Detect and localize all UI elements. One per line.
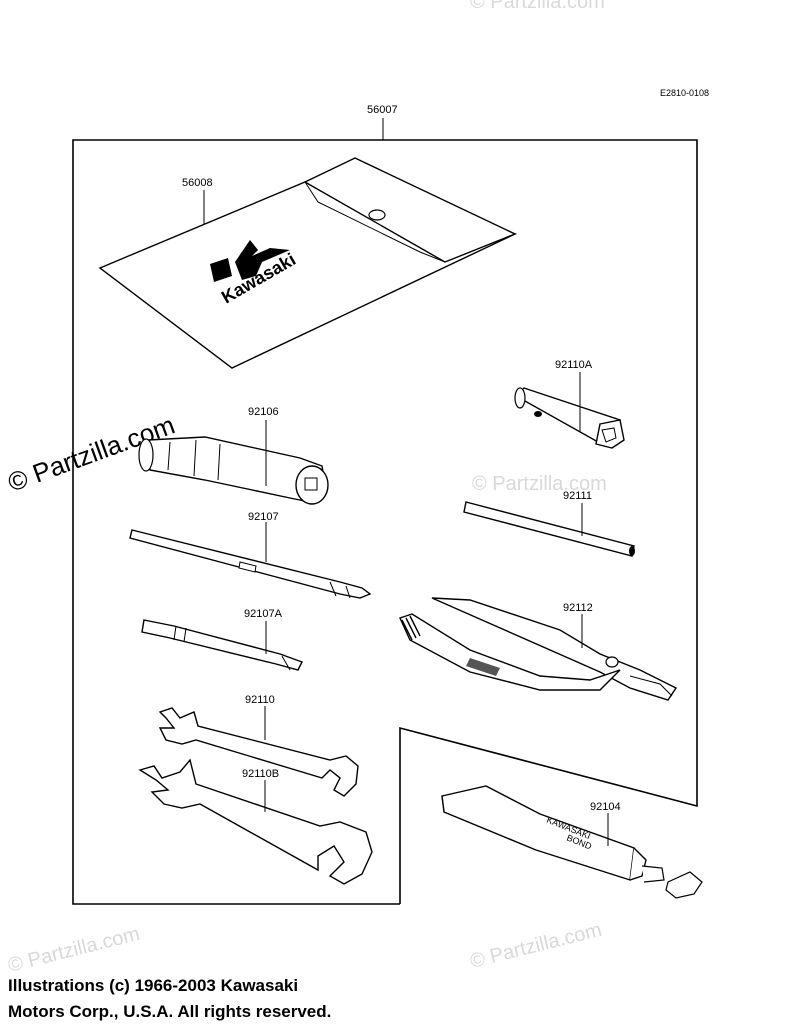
rod-illustration: [463, 501, 635, 557]
callout-92110: 92110: [245, 694, 275, 706]
watermark-center-right: © Partzilla.com: [472, 473, 607, 495]
callout-92107A: 92107A: [244, 608, 283, 620]
handle-illustration: [138, 436, 329, 505]
copyright-notice: Illustrations (c) 1966-2003 Kawasaki Mot…: [8, 973, 331, 1025]
watermark-bottom-right: © Partzilla.com: [468, 919, 604, 973]
callout-92110A: 92110A: [555, 359, 593, 371]
callout-92106: 92106: [248, 406, 279, 418]
callout-56007: 56007: [367, 104, 398, 116]
watermark-bottom-left: © Partzilla.com: [6, 923, 142, 977]
reference-code: E2810-0108: [660, 88, 709, 98]
tool-pouch-illustration: Kawasaki: [98, 157, 518, 369]
bond-tube-illustration: KAWASAKI BOND: [441, 785, 703, 899]
copyright-line-2: Motors Corp., U.S.A. All rights reserved…: [8, 1002, 332, 1021]
callout-92104: 92104: [590, 801, 621, 813]
pliers-illustration: [399, 597, 678, 701]
screwdriver-bit-illustration: [141, 619, 303, 671]
open-wrench-small-illustration: [158, 707, 359, 797]
open-wrench-large-illustration: [138, 758, 373, 885]
kit-outline: [72, 139, 698, 905]
callout-92110B: 92110B: [242, 768, 279, 780]
box-wrench-illustration: [514, 387, 625, 449]
screwdriver-illustration: [129, 529, 372, 599]
callout-92107: 92107: [248, 511, 279, 523]
copyright-line-1: Illustrations (c) 1966-2003 Kawasaki: [8, 976, 299, 995]
callout-92112: 92112: [563, 602, 593, 614]
callout-92111: 92111: [563, 490, 592, 502]
watermark-top-right: © Partzilla.com: [470, 0, 605, 13]
callout-56008: 56008: [182, 177, 213, 189]
